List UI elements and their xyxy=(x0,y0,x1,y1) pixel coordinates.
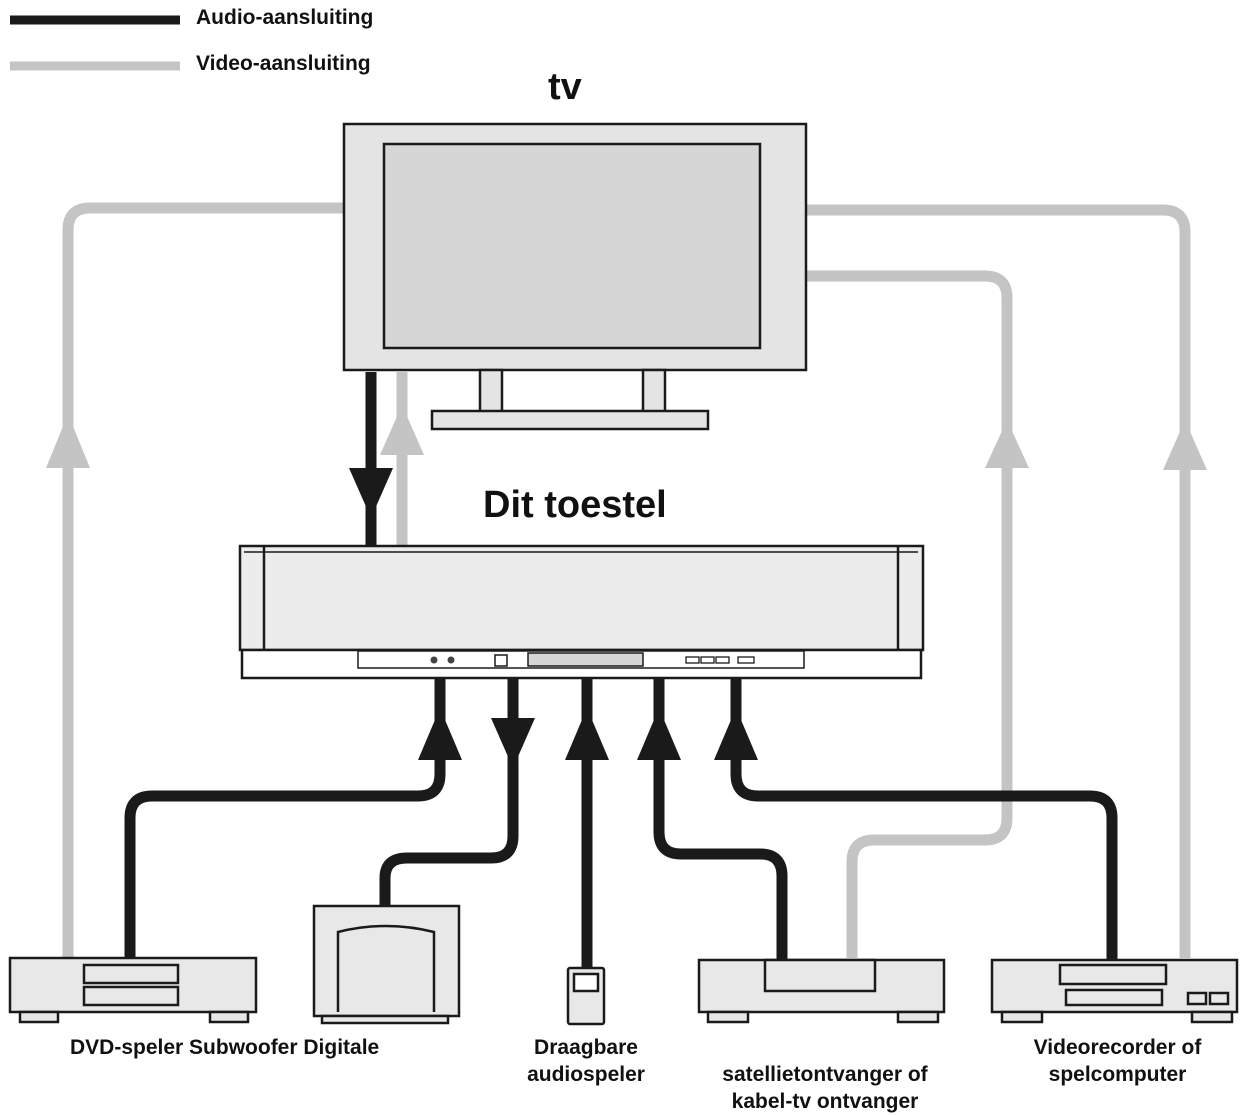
audio-arrow-portable-up xyxy=(565,708,609,760)
unit-display xyxy=(527,652,644,667)
unit-label: Dit toestel xyxy=(483,484,667,526)
device-label-satellite: satellietontvanger of kabel-tv ontvanger xyxy=(722,1063,928,1113)
tv-icon xyxy=(342,122,808,431)
video-arrow-satellite xyxy=(985,420,1029,468)
satellite-receiver-icon xyxy=(697,958,946,1024)
video-arrow-unit xyxy=(380,405,424,455)
legend-video-label: Video-aansluiting xyxy=(196,52,371,75)
tv-stand xyxy=(430,409,710,431)
audio-arrow-satellite-up xyxy=(637,708,681,760)
audio-arrow-vcr-up xyxy=(714,708,758,760)
unit-button-dot xyxy=(430,656,438,664)
tv-label: tv xyxy=(548,66,582,108)
unit-body xyxy=(238,544,925,652)
video-cable-dvd-to-tv xyxy=(62,202,345,958)
audio-arrows xyxy=(349,468,758,768)
subwoofer-icon xyxy=(312,904,461,1025)
legend-audio-label: Audio-aansluiting xyxy=(196,6,374,29)
device-label-vcr: Videorecorder of spelcomputer xyxy=(1033,1036,1202,1086)
audio-arrow-tv-down xyxy=(349,468,393,518)
portable-audio-player-icon xyxy=(566,966,606,1026)
unit-button-dot xyxy=(447,656,455,664)
video-arrow-dvd xyxy=(46,414,90,468)
video-arrow-vcr xyxy=(1163,420,1207,470)
unit-square-button xyxy=(494,654,508,667)
vcr-icon xyxy=(990,958,1239,1024)
audio-arrow-subwoofer-down xyxy=(491,718,535,768)
tv-screen xyxy=(382,142,762,350)
audio-arrow-dvd-up xyxy=(418,708,462,760)
video-cable-satellite-to-tv xyxy=(806,270,1013,958)
audio-cable-vcr-to-unit xyxy=(730,678,1118,962)
video-arrows xyxy=(46,405,1207,470)
video-cable-vcr-to-tv xyxy=(806,204,1191,958)
device-label-portable-audio: Draagbare audiospeler xyxy=(527,1036,645,1086)
tv-leg-right xyxy=(641,368,667,414)
tv-leg-left xyxy=(478,368,504,414)
audio-cable-dvd-to-unit xyxy=(124,678,446,958)
audio-cable-unit-to-subwoofer xyxy=(379,678,519,905)
unit-icon xyxy=(238,544,925,680)
audio-cable-satellite-to-unit xyxy=(653,678,788,960)
video-cables xyxy=(62,202,1191,958)
dvd-player-icon xyxy=(8,956,258,1024)
device-label-dvd-subwoofer-digital: DVD-speler Subwoofer Digitale xyxy=(70,1036,380,1059)
